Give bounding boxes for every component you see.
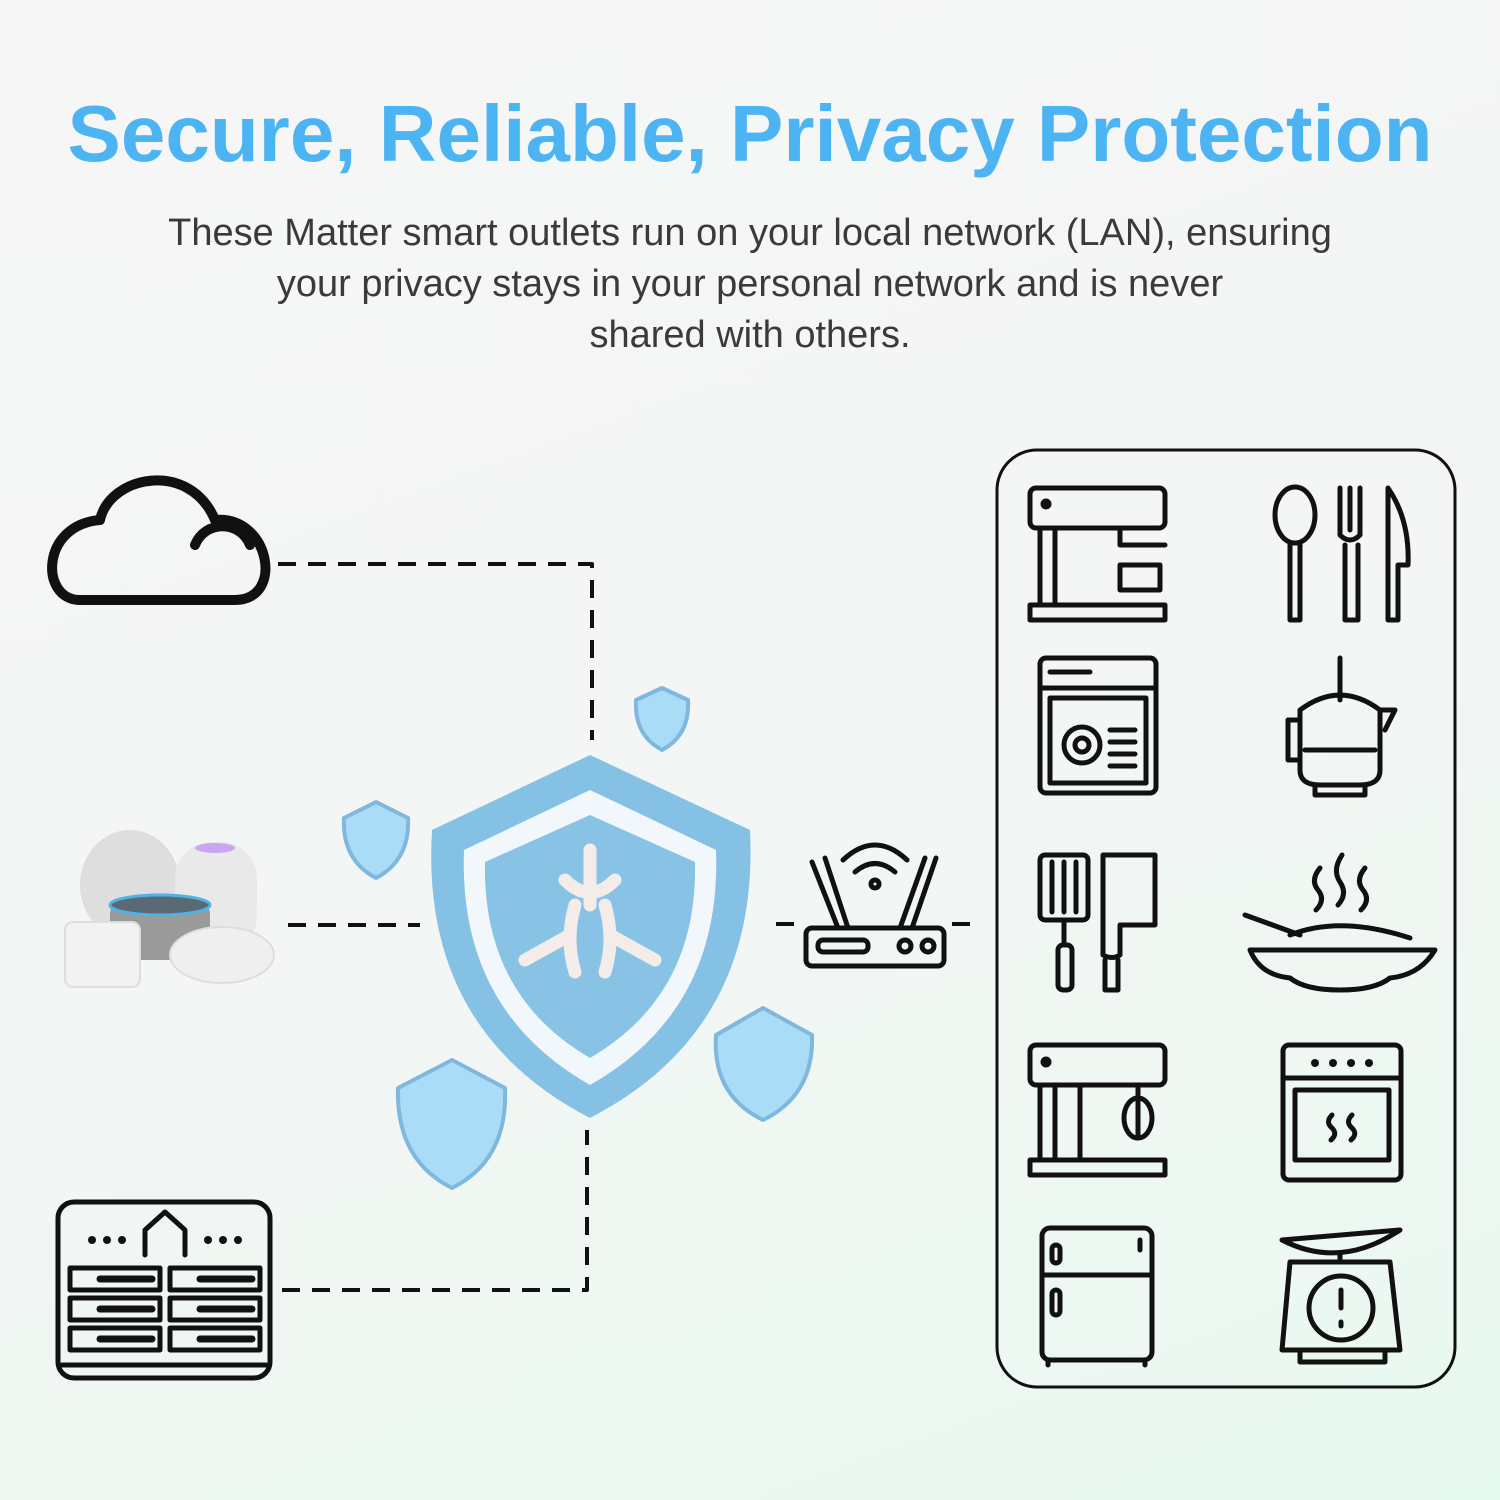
cutlery-icon [1272, 484, 1411, 623]
small-shield-icon [713, 1006, 815, 1122]
subtitle-line: your privacy stays in your personal netw… [276, 263, 1224, 305]
control-panel-icon [55, 1199, 273, 1381]
page-subtitle: These Matter smart outlets run on your l… [0, 208, 1500, 361]
cooking-pan-icon [1242, 852, 1438, 993]
wifi-router-icon [803, 842, 947, 969]
refrigerator-icon [1039, 1225, 1155, 1368]
small-shield-icon [633, 686, 691, 752]
kitchen-scale-icon [1279, 1227, 1403, 1365]
cloud-connector [278, 562, 594, 740]
kitchen-tools-icon [1037, 852, 1158, 993]
small-shield-icon [341, 800, 411, 880]
oven-icon [1280, 1042, 1404, 1183]
matter-shield-icon [431, 755, 751, 1118]
stand-mixer-icon [1027, 1042, 1168, 1178]
small-shield-icon [395, 1058, 508, 1190]
subtitle-line: These Matter smart outlets run on your l… [168, 212, 1332, 254]
dishwasher-icon [1037, 655, 1159, 796]
coffee-maker-icon [1027, 485, 1168, 623]
subtitle-line: shared with others. [589, 314, 911, 356]
dashed-connectors [278, 562, 975, 1292]
appliance-panel [995, 448, 1457, 1389]
smart-hubs-image [64, 830, 275, 988]
cloud-icon [47, 475, 271, 605]
french-press-icon [1285, 655, 1398, 798]
small-shield-icons [341, 686, 815, 1190]
page-title: Secure, Reliable, Privacy Protection [67, 89, 1433, 178]
panel-connector [282, 1130, 589, 1292]
